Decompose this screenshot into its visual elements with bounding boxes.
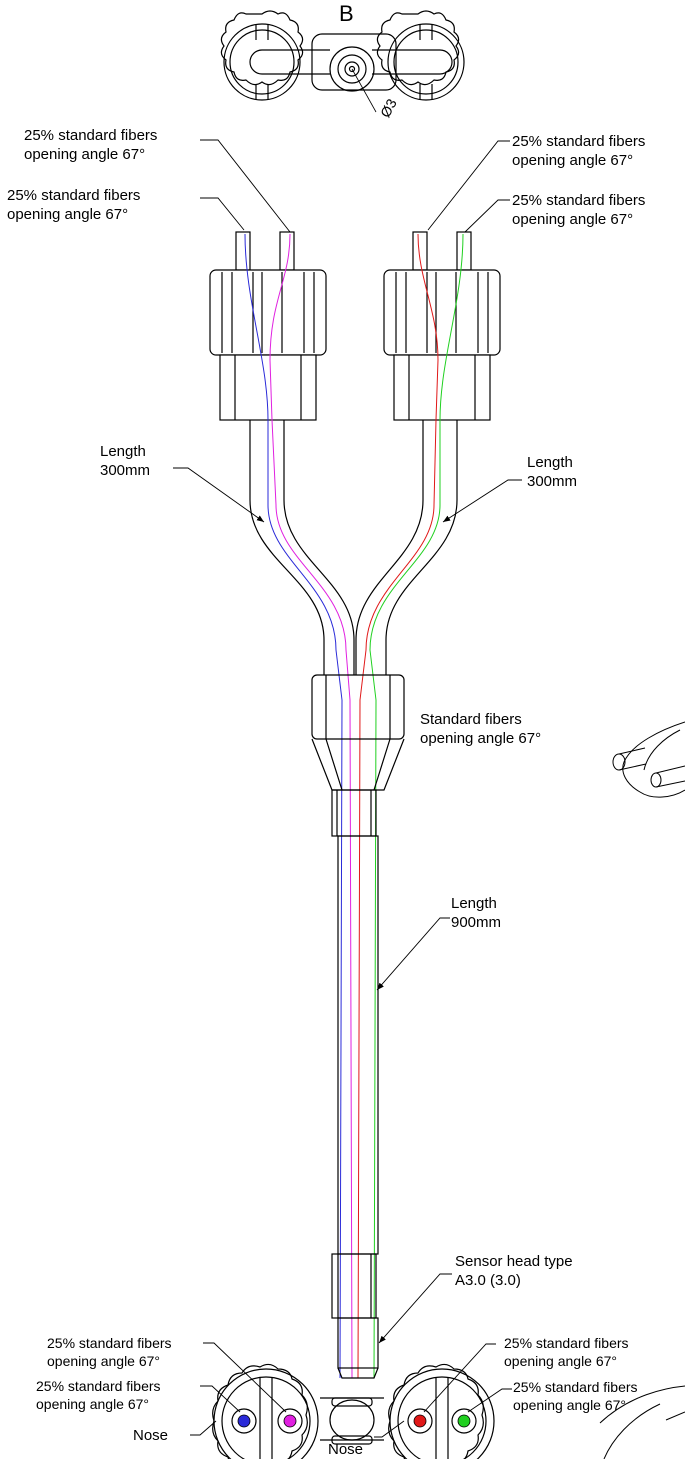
iso-partial-view	[599, 721, 685, 1459]
top-leader-lines	[200, 139, 510, 233]
top-left-lower-label: 25% standard fibers opening angle 67°	[7, 187, 141, 223]
nose-right-label: Nose	[328, 1441, 364, 1458]
length-main-label: Length 900mm	[451, 895, 502, 931]
mid-leader-lines	[173, 467, 522, 1344]
bottom-end-view	[212, 1363, 495, 1459]
dot-blue	[237, 1414, 251, 1428]
bottom-left-knob	[212, 1363, 319, 1459]
left-connector	[209, 231, 327, 421]
top-right-upper-label: 25% standard fibers opening angle 67°	[512, 133, 646, 169]
top-left-knob	[220, 10, 304, 101]
length-right-label: Length 300mm	[527, 454, 578, 490]
dot-magenta	[283, 1414, 297, 1428]
fiber-green	[369, 233, 464, 1379]
bottom-right-lower-label: 25% standard fibers opening angle 67°	[513, 1379, 638, 1413]
length-left-label: Length 300mm	[100, 443, 151, 479]
junction-and-main-cable	[311, 674, 405, 1379]
sensor-head-label: Sensor head type A3.0 (3.0)	[455, 1253, 573, 1289]
right-connector	[383, 231, 501, 421]
bottom-left-lower-label: 25% standard fibers opening angle 67°	[36, 1378, 161, 1412]
top-right-lower-label: 25% standard fibers opening angle 67°	[512, 192, 646, 228]
view-label: B	[339, 1, 354, 26]
fiber-lines	[244, 233, 464, 1379]
top-end-view	[220, 10, 465, 113]
bottom-left-upper-label: 25% standard fibers opening angle 67°	[47, 1335, 172, 1369]
fiber-dots	[237, 1414, 471, 1428]
fiber-red	[357, 233, 439, 1379]
bottom-leader-lines	[190, 1342, 512, 1438]
top-right-knob	[376, 10, 465, 101]
top-left-upper-label: 25% standard fibers opening angle 67°	[24, 127, 158, 163]
junction-label: Standard fibers opening angle 67°	[420, 711, 542, 747]
bottom-right-upper-label: 25% standard fibers opening angle 67°	[504, 1335, 629, 1369]
dot-green	[457, 1414, 471, 1428]
nose-left-label: Nose	[133, 1427, 169, 1444]
bottom-right-knob	[388, 1363, 495, 1459]
dot-red	[413, 1414, 427, 1428]
fiber-blue	[244, 233, 343, 1379]
fiber-magenta	[269, 233, 353, 1379]
y-cables	[249, 420, 458, 675]
